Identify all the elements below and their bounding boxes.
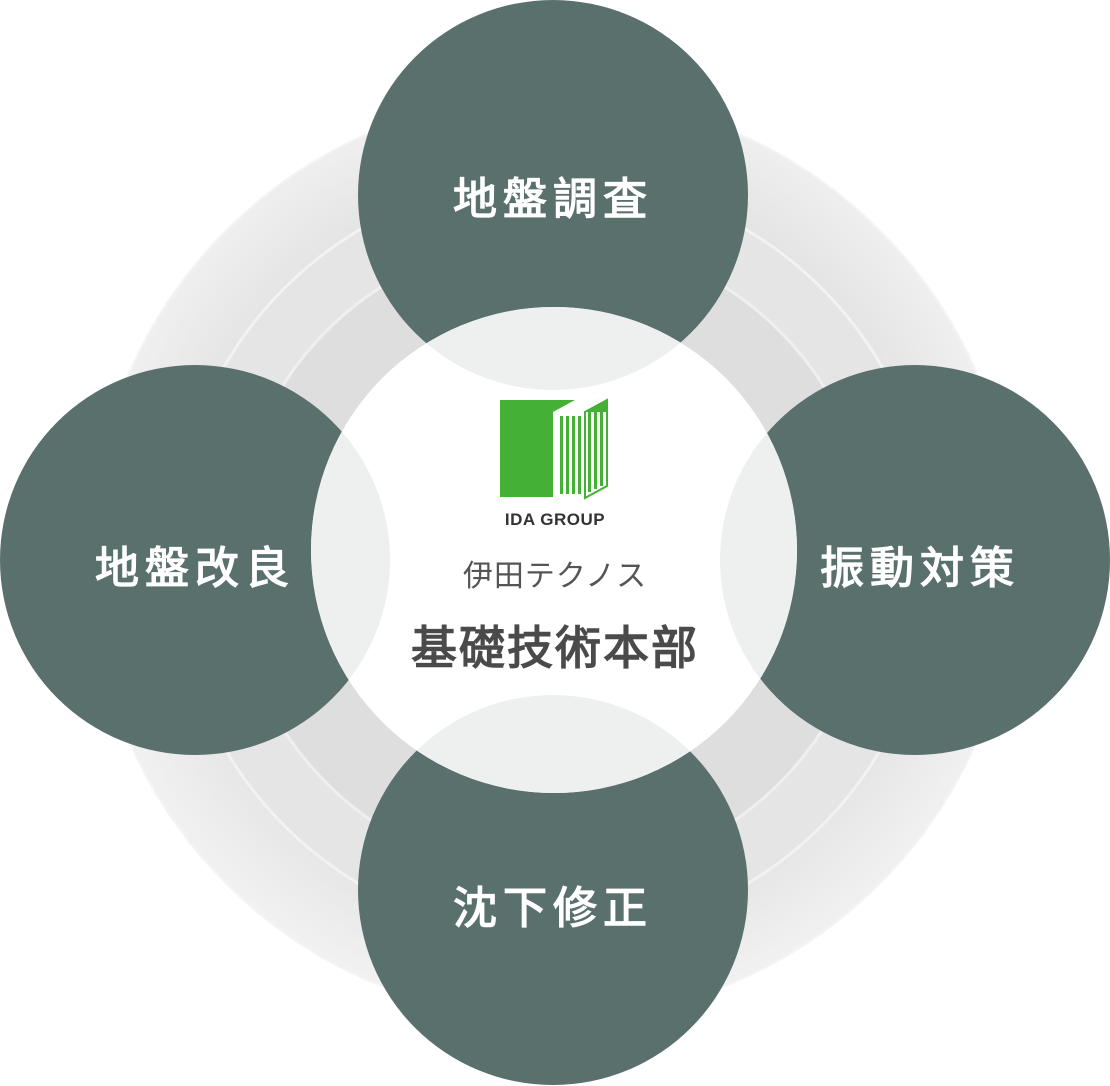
node-label-top: 地盤調査 <box>453 174 653 225</box>
node-circle-top <box>358 0 748 390</box>
brand-text: IDA GROUP <box>504 510 606 529</box>
node-label-right: 振動対策 <box>820 543 1020 594</box>
node-label-left: 地盤改良 <box>95 543 295 594</box>
node-label-bottom: 沈下修正 <box>453 883 653 934</box>
node-circle-right <box>720 365 1110 755</box>
division-name: 基礎技術本部 <box>411 621 699 675</box>
center-circle <box>311 307 797 793</box>
company-name: 伊田テクノス <box>462 559 648 594</box>
ida-group-logo-icon <box>500 398 608 500</box>
node-circle-left <box>0 365 390 755</box>
node-circle-bottom <box>358 695 748 1085</box>
